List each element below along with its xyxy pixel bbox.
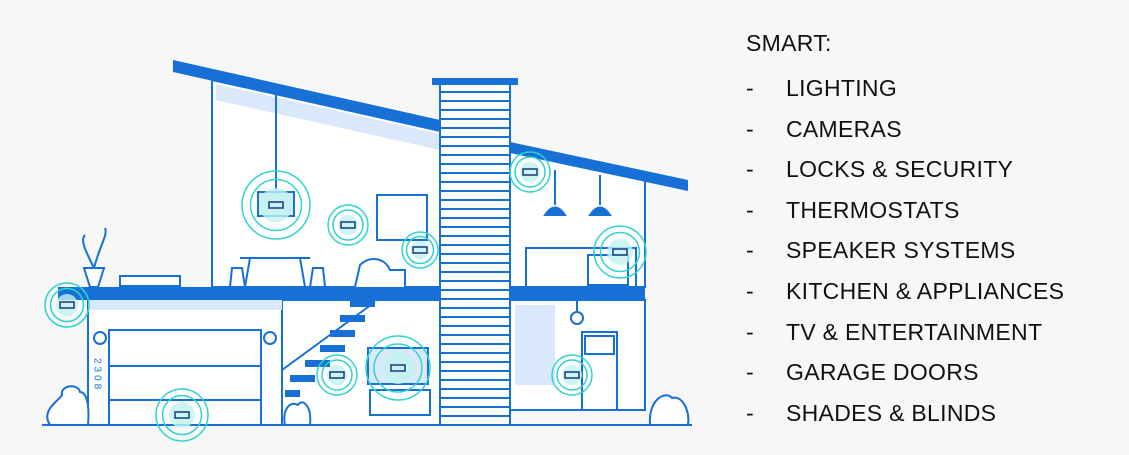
light-sensor-signal-icon (241, 170, 311, 240)
floor-slab-left (58, 287, 440, 300)
list-item: - GARAGE DOORS (746, 352, 1064, 393)
bullet-dash: - (746, 399, 754, 426)
bullet-dash: - (746, 196, 754, 223)
garage-opener-signal-icon (155, 388, 209, 442)
floor-slab-right (510, 287, 645, 300)
bullet-dash: - (746, 156, 754, 183)
chimney-cap (432, 78, 518, 85)
list-item: - LOCKS & SECURITY (746, 149, 1064, 190)
feature-label: KITCHEN & APPLIANCES (786, 277, 1065, 304)
feature-label: LIGHTING (786, 75, 898, 101)
bullet-dash: - (746, 115, 754, 142)
list-item: - SHADES & BLINDS (746, 393, 1064, 434)
feature-label: GARAGE DOORS (786, 359, 979, 386)
door-lock-signal-icon (551, 354, 593, 396)
speaker-signal-icon (316, 354, 358, 396)
feature-label: LOCKS & SECURITY (786, 156, 1014, 183)
list-title: SMART: (746, 30, 832, 56)
smart-features-list: SMART: - LIGHTING - CAMERAS - LOCKS & SECURIT… (746, 28, 1064, 433)
list-item: - LIGHTING (746, 68, 1064, 109)
camera-signal-icon (44, 282, 90, 328)
tablet-signal-icon (401, 231, 439, 269)
oven-signal-icon (593, 225, 647, 279)
list-item: - KITCHEN & APPLIANCES (746, 271, 1064, 312)
bullet-dash: - (746, 75, 754, 101)
bullet-dash: - (746, 277, 754, 304)
bullet-dash: - (746, 318, 754, 345)
feature-label: SPEAKER SYSTEMS (786, 237, 1016, 264)
ground-line (42, 424, 692, 426)
bullet-dash: - (746, 359, 754, 386)
right-roof (510, 142, 688, 191)
list-item: - TV & ENTERTAINMENT (746, 312, 1064, 353)
feature-label: CAMERAS (786, 115, 902, 142)
smart-home-illustration: 2308 (42, 60, 692, 442)
thermostat-signal-icon (327, 204, 369, 246)
list-item: - SPEAKER SYSTEMS (746, 230, 1064, 271)
list-item: - CAMERAS (746, 109, 1064, 150)
feature-label: SHADES & BLINDS (786, 399, 997, 426)
house-number: 2308 (92, 358, 103, 392)
left-roof (173, 60, 440, 132)
feature-label: TV & ENTERTAINMENT (786, 318, 1043, 345)
feature-label: THERMOSTATS (786, 196, 960, 223)
tv-signal-icon (365, 335, 431, 401)
vent-sensor-signal-icon (509, 151, 551, 193)
list-item: - THERMOSTATS (746, 190, 1064, 231)
bullet-dash: - (746, 237, 754, 264)
